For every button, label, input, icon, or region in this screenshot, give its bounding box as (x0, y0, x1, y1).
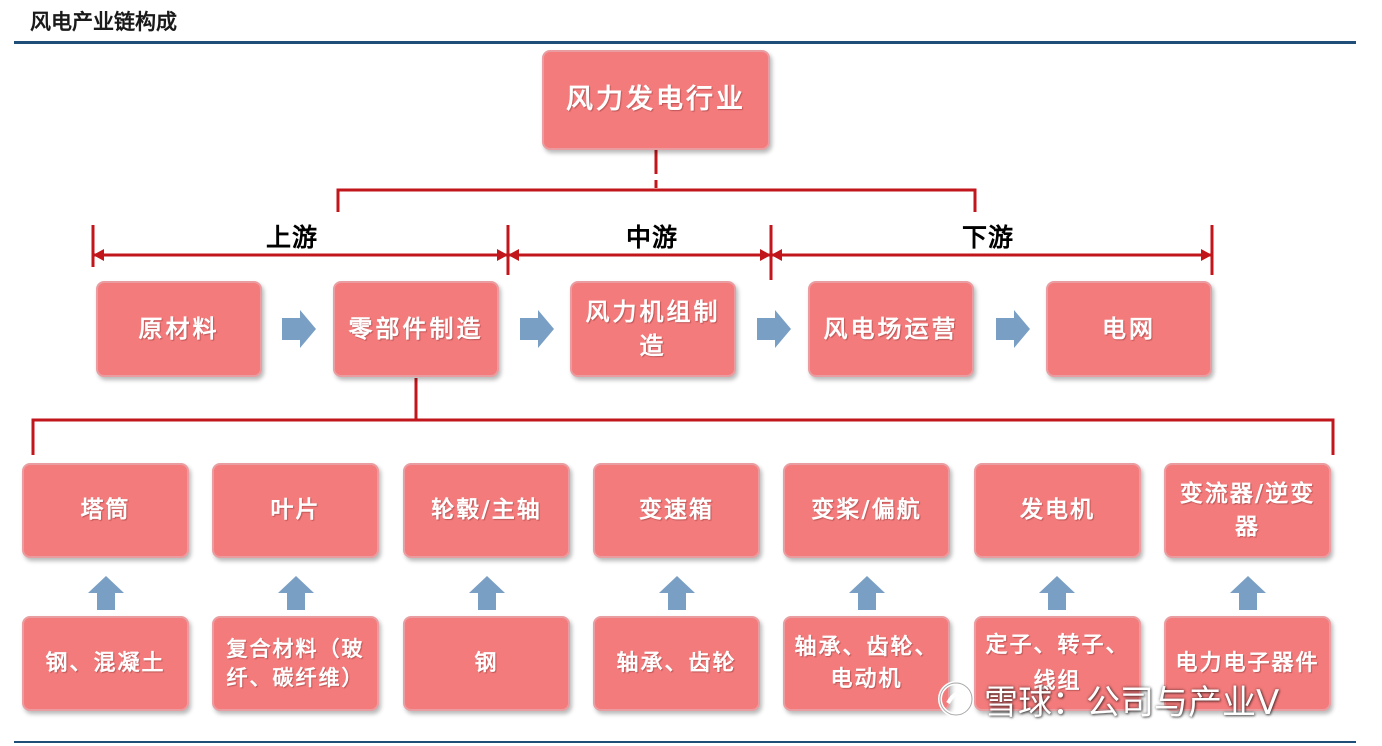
up-arrow-7 (1230, 576, 1266, 610)
chain-arrow-3 (757, 310, 791, 348)
stage-label-midstream: 中游 (626, 223, 679, 252)
chain-arrow-1 (282, 310, 316, 348)
up-arrow-6 (1039, 576, 1075, 610)
chain-arrow-2 (520, 310, 554, 348)
material-box-composites: 复合材料（玻纤、碳纤维） (212, 616, 379, 711)
chain-box-raw-materials: 原材料 (96, 281, 262, 377)
root-bracket (336, 188, 977, 212)
material-box-power-electronics: 电力电子器件 (1164, 616, 1331, 711)
up-arrow-3 (469, 576, 505, 610)
chain-box-turbine-manufacturing: 风力机组制造 (570, 281, 736, 377)
up-arrow-2 (278, 576, 314, 610)
watermark-text: 雪球：公司与产业V (984, 682, 1280, 723)
chain-arrow-4 (996, 310, 1030, 348)
page-title: 风电产业链构成 (30, 10, 177, 34)
material-box-steel-concrete: 钢、混凝土 (22, 616, 189, 711)
component-box-blade: 叶片 (212, 463, 379, 558)
chain-box-wind-farm-operation: 风电场运营 (808, 281, 974, 377)
material-box-bearing-gear: 轴承、齿轮 (593, 616, 760, 711)
stage-label-downstream: 下游 (962, 223, 1015, 252)
material-box-steel: 钢 (403, 616, 570, 711)
component-box-tower: 塔筒 (22, 463, 189, 558)
up-arrow-5 (849, 576, 885, 610)
material-box-stator-rotor: 定子、转子、线组 (974, 616, 1141, 711)
component-box-hub-shaft: 轮毂/主轴 (403, 463, 570, 558)
footer-rule (14, 741, 1356, 743)
component-box-generator: 发电机 (974, 463, 1141, 558)
root-industry-box: 风力发电行业 (542, 50, 770, 150)
component-box-pitch-yaw: 变桨/偏航 (783, 463, 950, 558)
component-box-converter: 变流器/逆变器 (1164, 463, 1331, 558)
component-box-gearbox: 变速箱 (593, 463, 760, 558)
xueqiu-watermark: 雪球：公司与产业V (936, 676, 1280, 723)
stage-label-upstream: 上游 (266, 223, 319, 252)
material-box-bearing-gear-motor: 轴承、齿轮、电动机 (783, 616, 950, 711)
header-rule (14, 41, 1356, 44)
chain-box-grid: 电网 (1046, 281, 1212, 377)
xueqiu-logo-icon (938, 681, 974, 717)
component-bracket (31, 418, 1335, 455)
up-arrow-4 (659, 576, 695, 610)
chain-box-components: 零部件制造 (333, 281, 499, 377)
up-arrow-1 (88, 576, 124, 610)
